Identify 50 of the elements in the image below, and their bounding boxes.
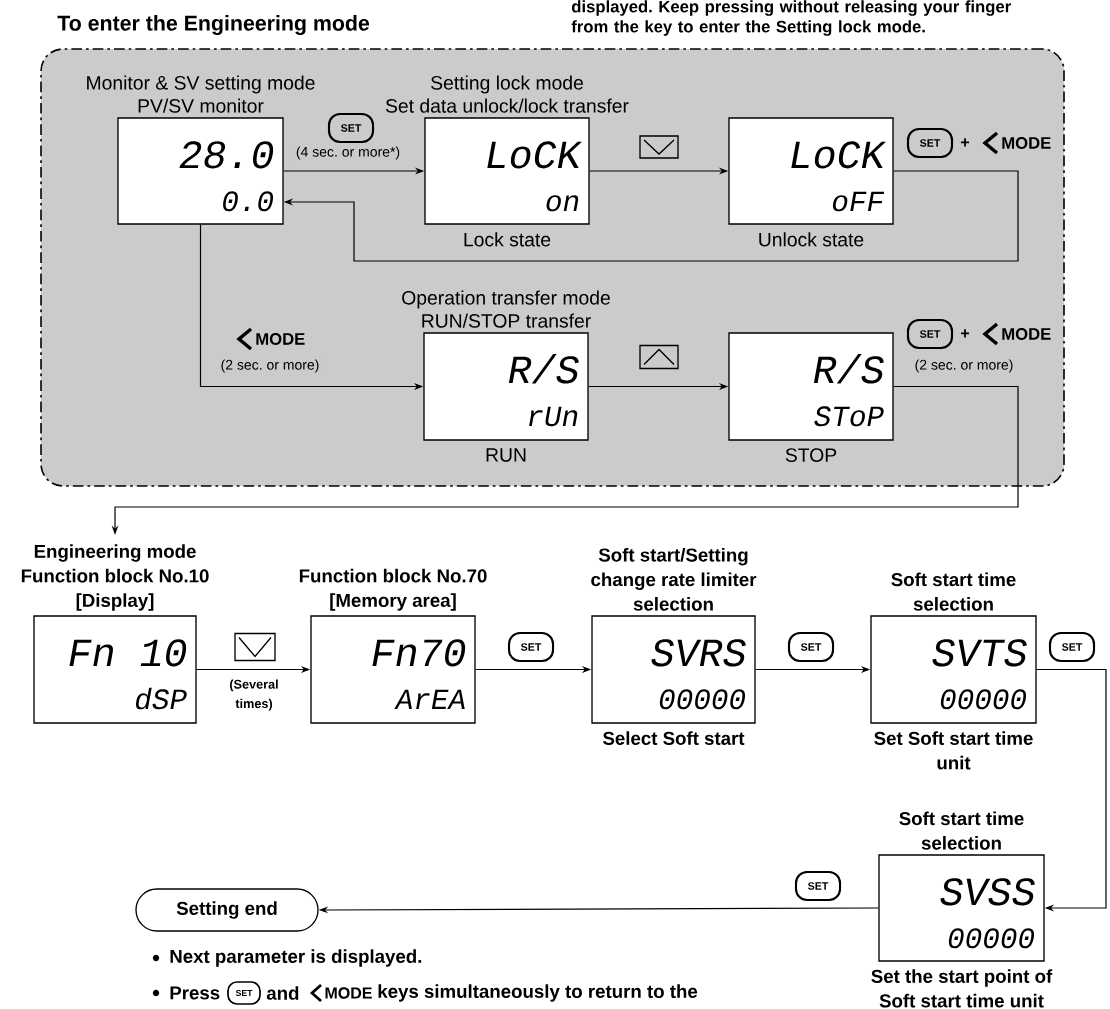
- lcd-display: LoCK on: [424, 117, 590, 225]
- state-caption: Unlock state: [759, 232, 864, 247]
- set-key: SET: [1048, 631, 1096, 663]
- mode-key: MODE: [236, 327, 305, 351]
- mode-heading: Soft start time selection: [899, 811, 1024, 850]
- mode-key: MODE: [982, 322, 1051, 346]
- set-key: SET: [906, 127, 954, 159]
- set-key: SET: [794, 870, 842, 902]
- state-caption: STOP: [785, 448, 837, 462]
- mode-heading: Operation transfer mode RUN/STOP transfer: [402, 290, 610, 328]
- lcd-display: Fn70 ArEA: [310, 615, 476, 724]
- lcd-display: LoCK oFF: [728, 117, 894, 225]
- mode-key: MODE: [982, 131, 1051, 155]
- mode-heading: Engineering mode Function block No.10 [Display]: [21, 544, 209, 611]
- mode-heading: Soft start time selection: [891, 572, 1016, 611]
- set-key: SET: [507, 631, 555, 663]
- state-caption: Set Soft start time unit: [874, 731, 1033, 770]
- set-key: SET: [327, 112, 375, 144]
- mode-key: MODE: [309, 983, 372, 1003]
- lcd-display: Fn 10 dSP: [33, 615, 197, 724]
- note-text: displayed. Keep pressing without releasing your finger from the key to enter the Setting lock mode.: [571, 0, 1011, 36]
- instruction-text: Press: [170, 986, 220, 1000]
- state-caption: Lock state: [464, 232, 551, 247]
- plus-sign: +: [961, 138, 970, 147]
- instruction-text: Next parameter is displayed.: [170, 949, 422, 967]
- edge-label: (4 sec. or more*): [294, 145, 402, 161]
- set-key: SET: [787, 631, 835, 663]
- lcd-display: SVTS 00000: [870, 615, 1037, 724]
- mode-heading: Function block No.70 [Memory area]: [299, 568, 487, 611]
- lcd-display: R/S SToP: [728, 332, 894, 441]
- plus-sign: +: [961, 329, 970, 338]
- state-caption: Set the start point of Soft start time unit: [871, 969, 1053, 1008]
- section-title: To enter the Engineering mode: [57, 15, 370, 35]
- lcd-display: SVSS 00000: [878, 854, 1045, 962]
- mode-heading: Setting lock mode Set data unlock/lock transfer: [385, 75, 629, 113]
- instruction-text: and: [266, 986, 299, 1000]
- lcd-display: SVRS 00000: [591, 615, 756, 724]
- edge-label: (2 sec. or more): [913, 358, 1015, 374]
- arrow: [1036, 668, 1107, 912]
- lcd-display: R/S rUn: [423, 332, 589, 441]
- state-caption: RUN: [486, 448, 526, 462]
- set-key: SET: [906, 318, 954, 350]
- mode-heading: Monitor & SV setting mode PV/SV monitor: [87, 75, 315, 113]
- lcd-display: 28.0 0.0: [117, 117, 284, 225]
- edge-label: (2 sec. or more): [219, 358, 321, 374]
- set-key: SET: [227, 981, 261, 1005]
- instruction-text: keys simultaneously to return to the: [378, 984, 698, 1002]
- mode-heading: Soft start/Setting change rate limiter selection: [591, 547, 757, 611]
- state-caption: Select Soft start: [603, 731, 745, 745]
- edge-label: (Several times): [226, 678, 282, 712]
